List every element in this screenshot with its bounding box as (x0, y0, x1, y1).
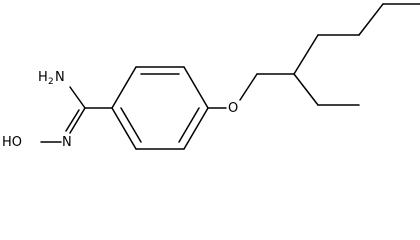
ring-inner-double-2 (178, 107, 200, 143)
bond-c-nh2 (69, 86, 86, 109)
bond-branch-to-ethyl-ch2 (293, 73, 319, 106)
bond-c-n-imine-double (65, 109, 80, 132)
amine-label-h: H (38, 70, 48, 85)
bond-c-n-imine (69, 107, 86, 134)
ring-bond-3 (183, 66, 209, 109)
imine-nitrogen-label: N (62, 135, 72, 150)
bond-butyl-2-to-3 (358, 3, 384, 36)
structure-canvas: H 2 N HO N O (2, 3, 420, 150)
ring-bond-4 (183, 107, 209, 150)
chemical-structure-diagram: H 2 N HO N O (2, 3, 420, 150)
ring-bond-1 (111, 66, 137, 109)
hydroxyl-label: HO (2, 135, 22, 150)
ring-inner-double-3 (120, 107, 142, 143)
amine-label-n: N (55, 70, 65, 85)
amine-label-subscript: 2 (48, 77, 54, 87)
bond-oxygen-to-ch2 (239, 73, 258, 101)
ring-bond-6 (111, 107, 137, 150)
ether-oxygen-label: O (228, 101, 238, 116)
bond-branch-to-butyl-1 (293, 34, 319, 75)
